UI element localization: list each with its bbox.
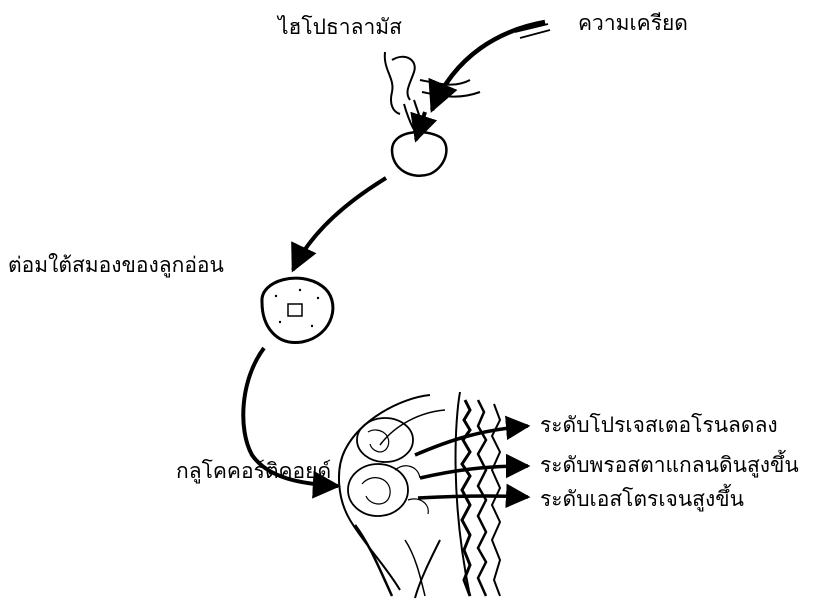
prostaglandin-arrow xyxy=(420,466,528,478)
prostaglandin-label: ระดับพรอสตาแกลนดินสูงขึ้น xyxy=(540,452,799,478)
progesterone-label: ระดับโปรเจสเตอโรนลดลง xyxy=(540,412,778,438)
estrogen-label: ระดับเอสโตรเจนสูงขึ้น xyxy=(540,486,744,512)
stress-label: ความเครียด xyxy=(578,10,688,36)
estrogen-arrow xyxy=(418,496,528,498)
glucocorticoid-label: กลูโคคอร์ติคอยด์ xyxy=(176,458,331,484)
pituitary-gland xyxy=(392,132,446,176)
fetal-pituitary-gland xyxy=(262,278,333,342)
pituitary-to-fetal-arrow xyxy=(293,178,386,270)
hypothalamus-illustration xyxy=(385,52,480,136)
hypothalamus-label: ไฮโปธาลามัส xyxy=(278,14,402,40)
fetal-pituitary-label: ต่อมใต้สมองของลูกอ่อน xyxy=(8,252,224,278)
